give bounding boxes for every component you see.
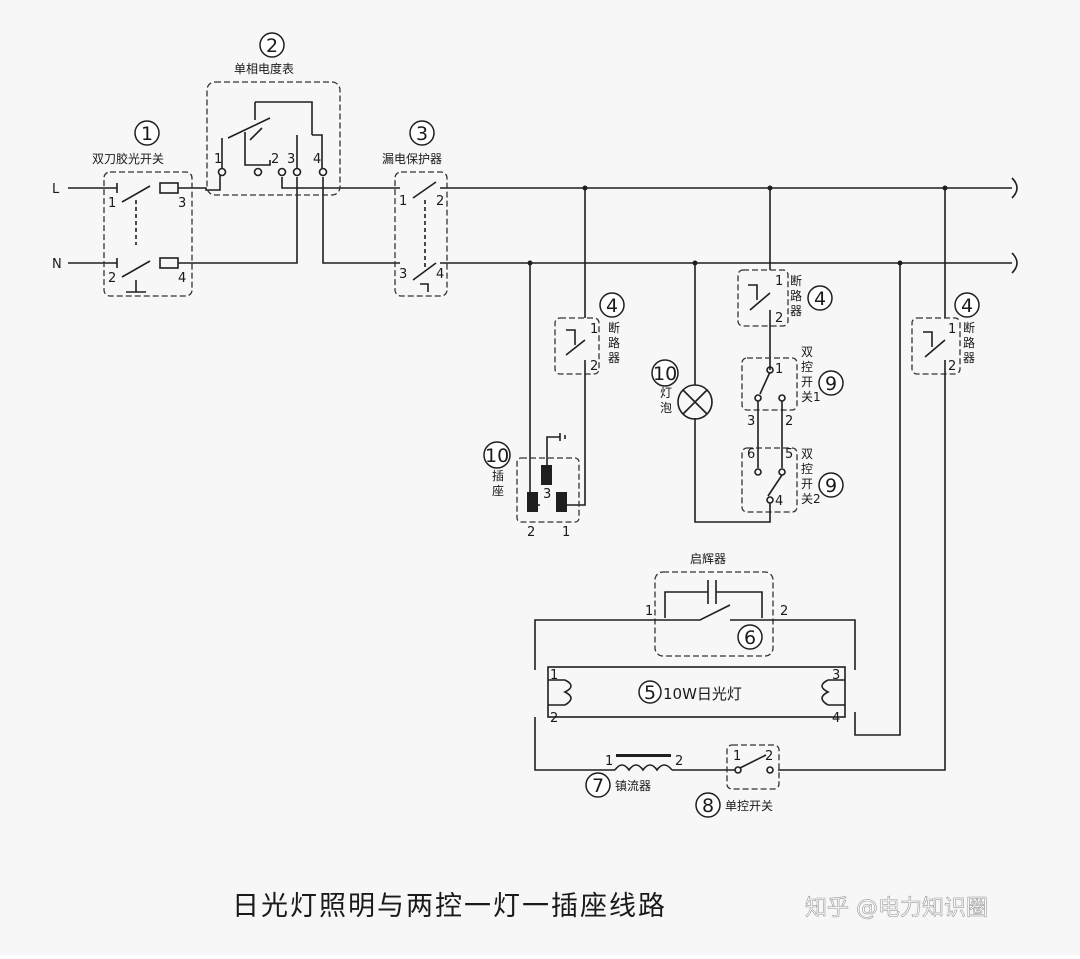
c10b-t3: 3 [543,487,551,502]
page-title: 日光灯照明与两控一灯一插座线路 [232,891,667,922]
c4b-label-1: 断 [790,273,802,288]
c9b-t6: 6 [747,447,755,462]
c3-t2: 2 [436,194,444,209]
line-L-label: L [52,182,60,197]
c9a-label-1: 双 [801,345,813,359]
c7-num: 7 [592,775,604,797]
c5-t1: 1 [550,668,558,683]
c4c-t2: 2 [948,359,956,374]
c8-num: 8 [702,795,714,817]
c4a-t2: 2 [590,359,598,374]
c4c-t1: 1 [948,322,956,337]
c9b-t5: 5 [785,447,793,462]
c9b-label-3: 开 [801,477,813,491]
c5-num: 5 [644,682,656,704]
c1-t1: 1 [108,196,116,211]
c4c-label-2: 路 [963,335,975,350]
lamp-branch: 4 1 2 断 路 器 1 3 2 9 双 控 开 关1 6 [651,188,844,523]
c6-num: 6 [744,627,756,649]
c10a-label: 灯 泡 [660,386,676,415]
c1-t3: 3 [178,196,186,211]
c4c-num: 4 [961,295,973,317]
c9a-label-3: 开 [801,375,813,389]
c9b-num: 9 [825,475,837,497]
c7-t1: 1 [605,754,613,769]
c4a-label-3: 器 [608,351,620,365]
c9a-t3: 3 [747,414,755,429]
c4b-label: 断 路 器 [790,273,806,318]
rcd-breaker: 3 漏电保护器 1 2 3 4 [382,120,448,297]
c3-t4: 4 [436,267,444,282]
c4a-t1: 1 [590,322,598,337]
c10b-t2: 2 [527,525,535,540]
double-pole-switch: 1 双刀胶光开关 1 2 3 4 [92,120,193,297]
c1-t2: 2 [108,271,116,286]
c9b-label-4: 关2 [801,492,821,506]
c3-t1: 1 [399,194,407,209]
c9b-label-2: 控 [801,462,813,476]
c1-t4: 4 [178,271,186,286]
c9a-t1: 1 [775,362,783,377]
c4a-label-1: 断 [608,320,620,335]
c10b-label: 插 座 [492,469,508,498]
main-wires: L N [52,175,1018,274]
c6-t2: 2 [780,604,788,619]
c4b-num: 4 [814,288,826,310]
c8-t2: 2 [765,749,773,764]
c5-t2: 2 [550,711,558,726]
c7-t2: 2 [675,754,683,769]
c9b-t4: 4 [775,494,783,509]
c10b-num: 10 [485,445,509,467]
c2-t1: 1 [214,152,222,167]
c4a-num: 4 [606,295,618,317]
c5-t3: 3 [832,668,840,683]
energy-meter: 2 单相电度表 1 2 3 4 [206,32,341,196]
c2-t3: 3 [287,152,295,167]
watermark: 知乎 @电力知识圈 [805,896,988,921]
c4a-label: 断 路 器 [608,320,624,365]
c4b-t2: 2 [775,311,783,326]
c6-label: 启辉器 [690,552,726,566]
c4c-label: 断 路 器 [963,320,979,365]
c3-label: 漏电保护器 [382,152,442,166]
c10a-label-2: 泡 [660,401,672,415]
c10b-label-2: 座 [492,483,504,498]
c9b-label-1: 双 [801,447,813,461]
c2-label: 单相电度表 [234,61,294,76]
c4a-label-2: 路 [608,335,620,350]
c4b-label-2: 路 [790,288,802,303]
c2-t4: 4 [313,152,321,167]
c4c-label-3: 器 [963,351,975,365]
c9a-label: 双 控 开 关1 [801,345,821,404]
c5-label: 10W日光灯 [663,685,742,703]
c9a-label-4: 关1 [801,390,821,404]
c4b-label-3: 器 [790,304,802,318]
c10a-label-1: 灯 [660,386,672,400]
c8-t1: 1 [733,749,741,764]
c4b-t1: 1 [775,274,783,289]
c2-t2: 2 [271,152,279,167]
c3-t3: 3 [399,267,407,282]
c5-t4: 4 [832,711,840,726]
c9a-label-2: 控 [801,360,813,374]
c9b-label: 双 控 开 关2 [801,447,821,506]
c3-num: 3 [416,123,428,145]
c4c-label-1: 断 [963,320,975,335]
fluorescent-branch: 4 1 2 断 路 器 启辉器 1 2 6 5 10W日光灯 1 2 3 4 1 [534,188,980,818]
line-N-label: N [52,257,62,272]
c1-num: 1 [141,123,153,145]
c2-num: 2 [266,35,278,57]
c9a-num: 9 [825,373,837,395]
c1-label: 双刀胶光开关 [92,151,164,166]
c10b-t1: 1 [562,525,570,540]
c10a-num: 10 [653,363,677,385]
c10b-label-1: 插 [492,469,504,483]
c9a-t2: 2 [785,414,793,429]
c7-label: 镇流器 [615,779,651,793]
c8-label: 单控开关 [725,799,773,813]
c6-t1: 1 [645,604,653,619]
socket-branch: 4 1 2 断 路 器 10 插 座 3 2 1 [483,188,625,540]
